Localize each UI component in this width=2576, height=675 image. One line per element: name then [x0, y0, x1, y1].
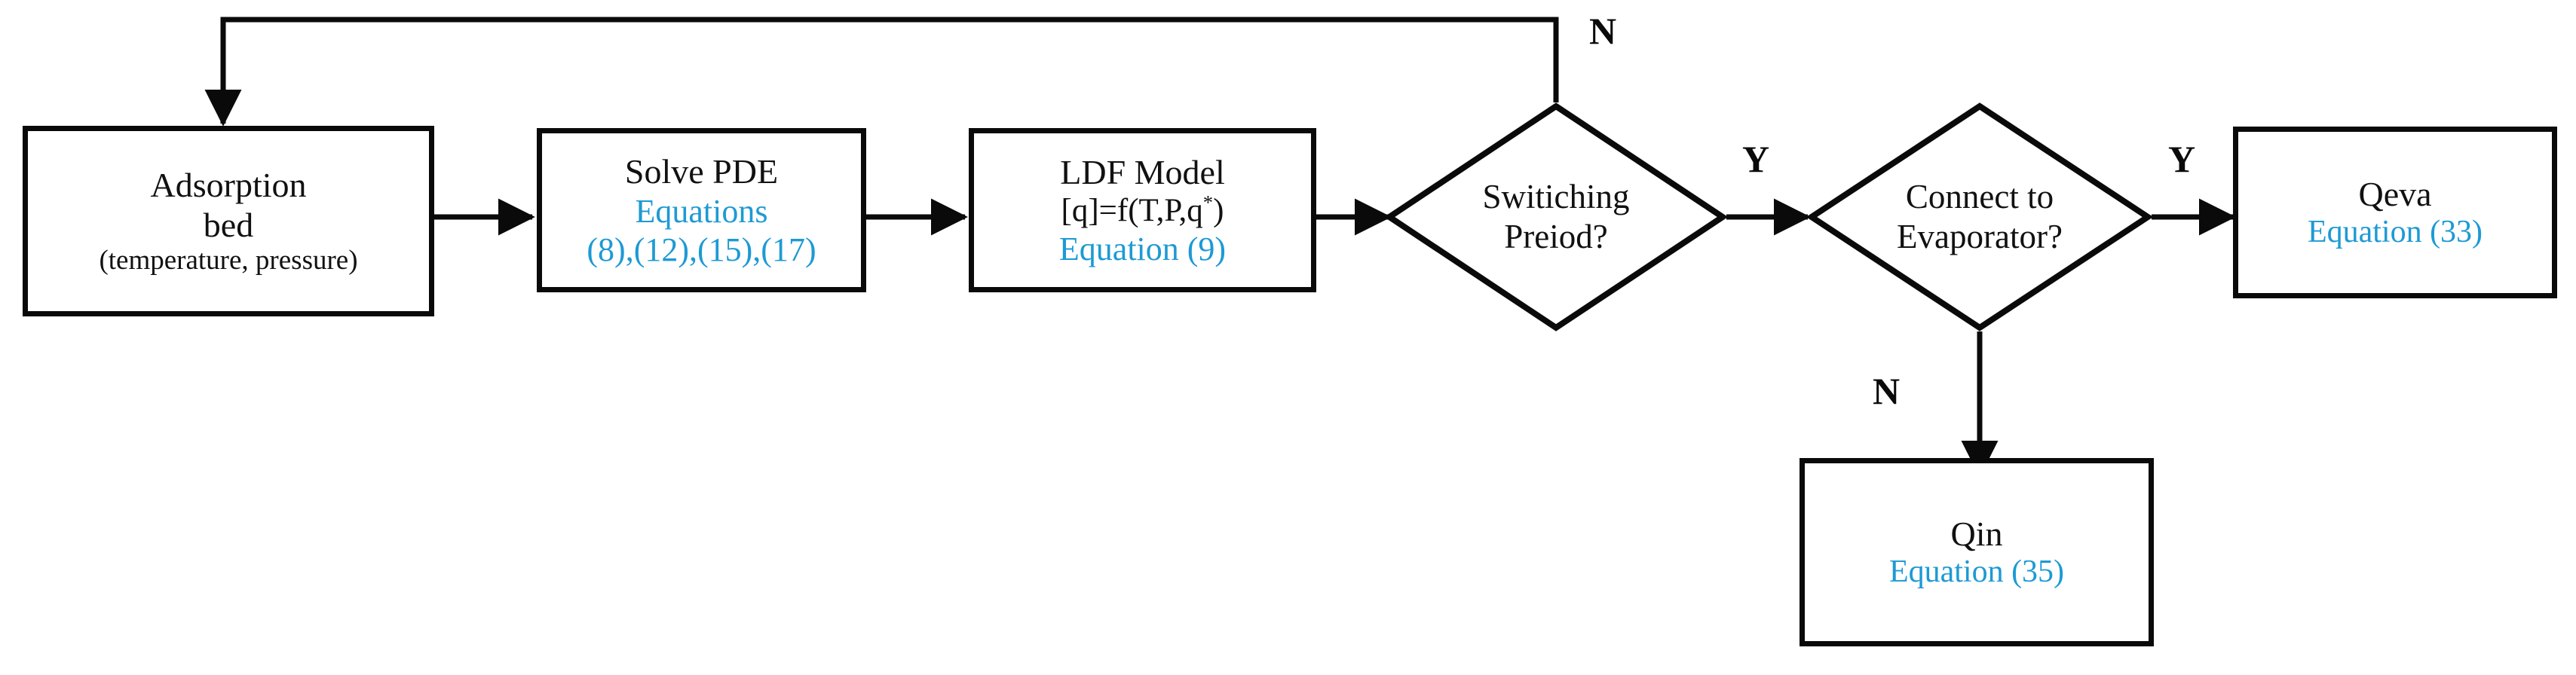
qin-equation-reference: Equation (35) — [1888, 554, 2065, 590]
qeva-equation-reference: Equation (33) — [2307, 215, 2483, 250]
ldf-model-formula-superscript: * — [1202, 191, 1214, 214]
solve-pde-equation-numbers: (8),(12),(15),(17) — [587, 231, 816, 268]
ldf-model-formula-post: ) — [1213, 193, 1224, 229]
qeva-line-1: Qeva — [2358, 174, 2432, 213]
adsorption-bed-line-1: Adsorption — [150, 165, 307, 204]
node-connect-evaporator[interactable]: Connect to Evaporator? — [1806, 102, 2154, 331]
ldf-model-formula: [q]=f(T,P,q*) — [1061, 192, 1224, 230]
solve-pde-equations-label: Equations — [635, 192, 768, 230]
node-ldf-model[interactable]: LDF Model [q]=f(T,P,q*) Equation (9) — [969, 128, 1316, 292]
node-switching-period[interactable]: Switiching Preiod? — [1383, 102, 1729, 331]
adsorption-bed-line-3: (temperature, pressure) — [99, 245, 358, 276]
edge-switching-no-feedback-loop — [204, 17, 1559, 127]
ldf-model-formula-pre: [q]=f(T,P,q — [1061, 193, 1203, 229]
solve-pde-line-1: Solve PDE — [624, 152, 779, 191]
connect-evaporator-shape — [1806, 102, 2154, 331]
edge-label-switching-no: N — [1589, 10, 1617, 52]
node-qin[interactable]: Qin Equation (35) — [1800, 458, 2154, 646]
adsorption-bed-line-2: bed — [203, 206, 254, 245]
switching-period-shape — [1383, 102, 1729, 331]
edge-label-evaporator-no: N — [1873, 370, 1901, 412]
edge-label-evaporator-yes: Y — [2168, 138, 2196, 180]
node-adsorption-bed[interactable]: Adsorption bed (temperature, pressure) — [23, 126, 434, 316]
edge-label-switching-yes: Y — [1742, 138, 1770, 180]
ldf-model-equation-reference: Equation (9) — [1058, 231, 1227, 268]
node-solve-pde[interactable]: Solve PDE Equations (8),(12),(15),(17) — [537, 128, 866, 292]
ldf-model-line-1: LDF Model — [1060, 152, 1225, 191]
node-qeva[interactable]: Qeva Equation (33) — [2233, 127, 2557, 298]
qin-line-1: Qin — [1950, 514, 2003, 553]
